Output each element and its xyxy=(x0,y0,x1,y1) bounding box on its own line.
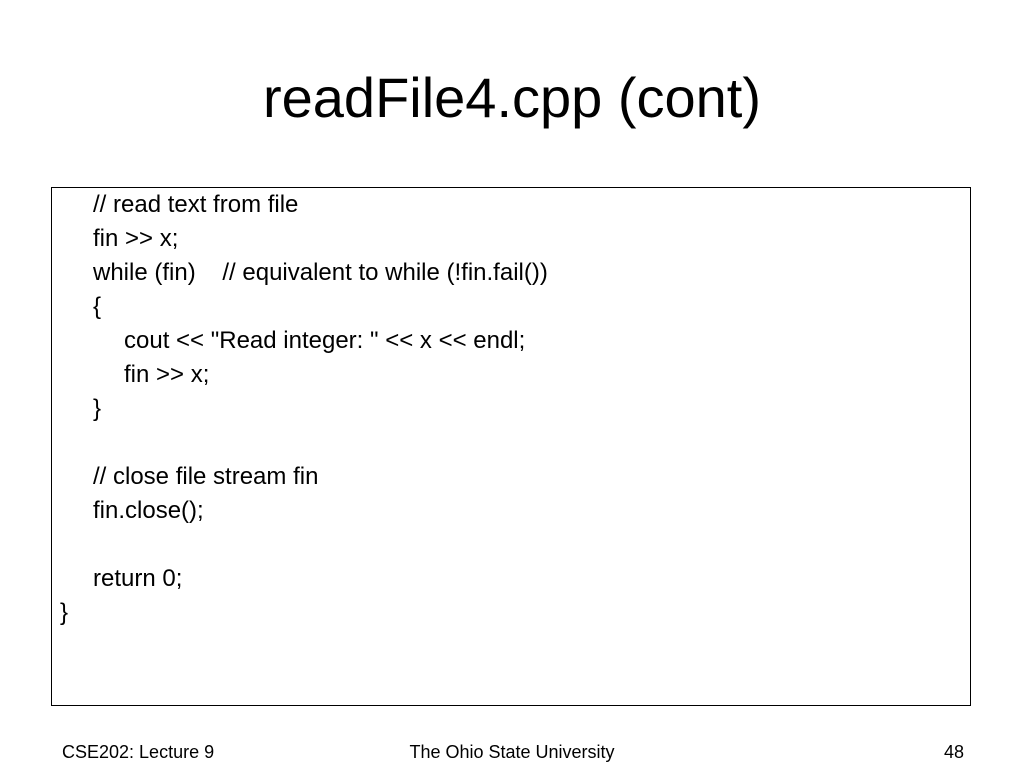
code-line-fin-close: fin.close(); xyxy=(93,497,204,524)
code-line-fin-read-loop: fin >> x; xyxy=(124,361,210,388)
code-box: // read text from file fin >> x; while (… xyxy=(51,187,971,706)
code-line-cout: cout << "Read integer: " << x << endl; xyxy=(124,327,526,354)
code-line-comment-close: // close file stream fin xyxy=(93,463,319,490)
slide-title: readFile4.cpp (cont) xyxy=(262,66,761,129)
footer-course: CSE202: Lecture 9 xyxy=(62,742,215,762)
code-line-while: while (fin) // equivalent to while (!fin… xyxy=(93,259,548,286)
footer-page-number: 48 xyxy=(943,742,964,762)
code-line-comment-read: // read text from file xyxy=(93,191,299,218)
footer-institution: The Ohio State University xyxy=(409,742,615,762)
code-line-function-close-brace: } xyxy=(60,599,69,626)
code-line-return: return 0; xyxy=(93,565,183,592)
code-line-open-brace: { xyxy=(93,293,102,320)
code-line-close-brace: } xyxy=(93,395,102,422)
code-line-fin-read: fin >> x; xyxy=(93,225,179,252)
